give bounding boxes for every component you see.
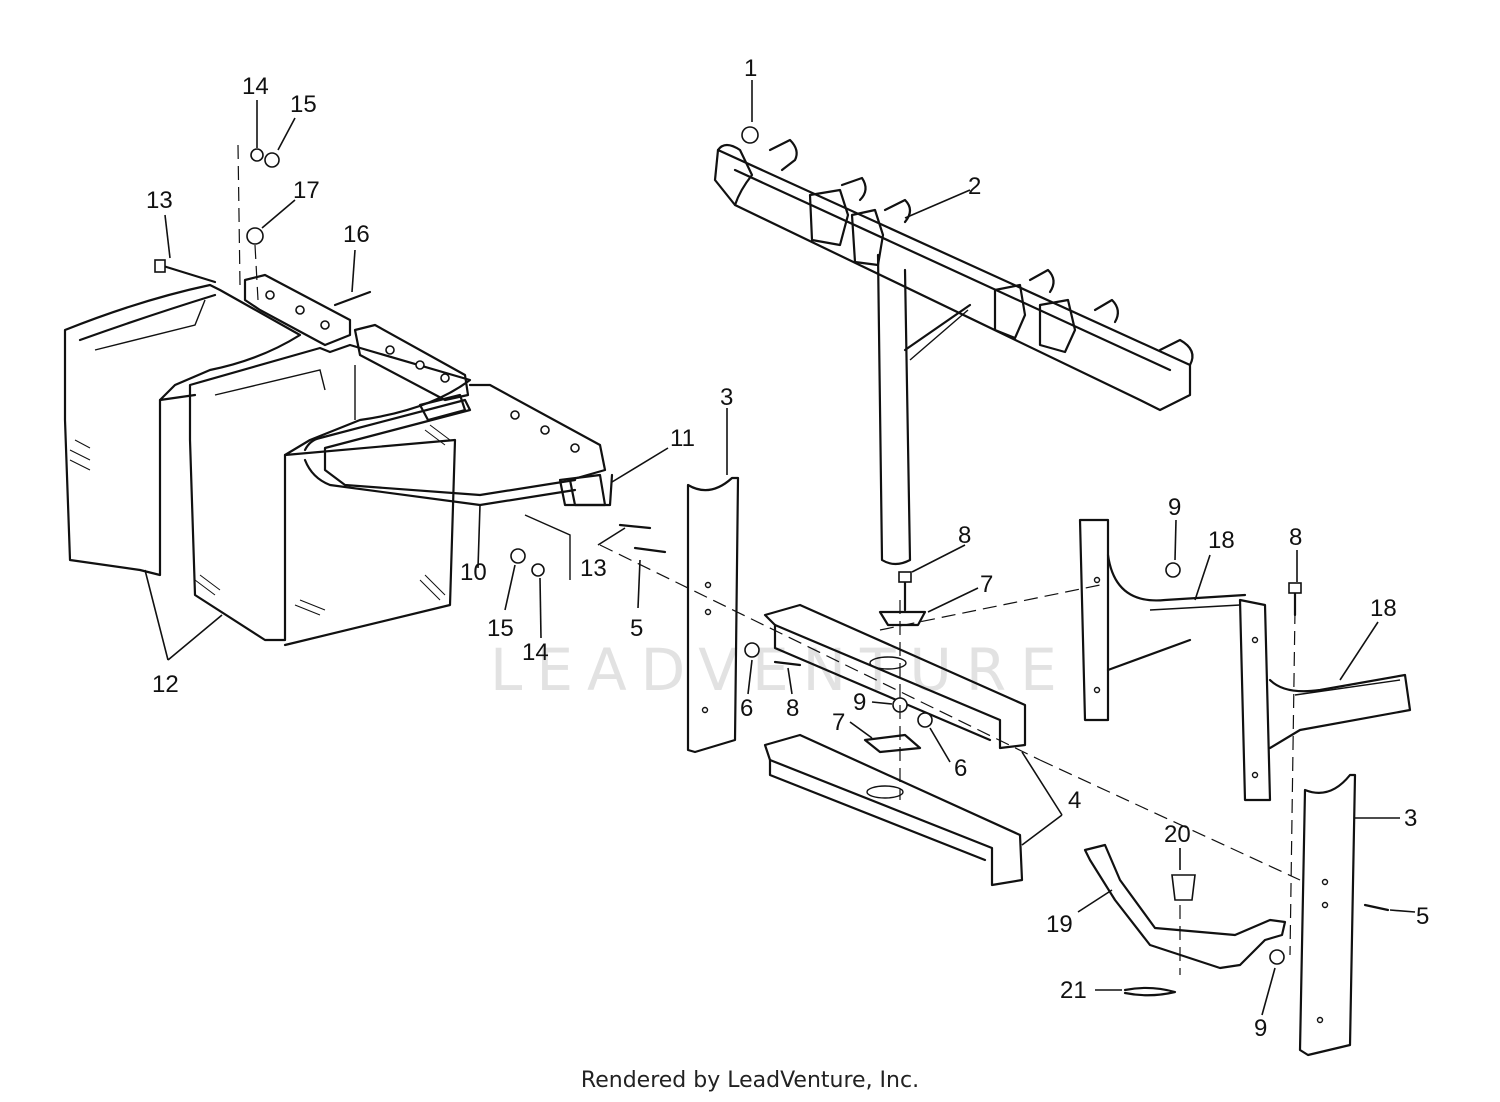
callout-7: 7	[832, 709, 845, 736]
pin-part-21	[1123, 986, 1177, 997]
callout-8: 8	[786, 695, 799, 722]
cross-channel-part-4	[763, 603, 1027, 887]
hardware	[154, 126, 1390, 997]
callout-19: 19	[1046, 911, 1073, 938]
nut-part-9c	[1269, 949, 1285, 965]
bag-bracket-part-11	[243, 273, 614, 580]
callouts: 1 2 3 3 4 5 5 6 6 7 7 8 8 8 9 9 9 10 11 …	[146, 55, 1429, 1042]
washer-part-14	[250, 148, 264, 162]
cap-part-20	[1171, 874, 1196, 901]
watermark: LEADVENTURE	[490, 636, 1071, 704]
nut-part-17	[246, 227, 264, 245]
bolt-part-13	[158, 263, 217, 284]
callout-3: 3	[720, 384, 733, 411]
callout-20: 20	[1164, 821, 1191, 848]
washer-part-14b	[531, 563, 545, 577]
callout-17: 17	[293, 177, 320, 204]
callout-15: 15	[487, 615, 514, 642]
callout-11: 11	[670, 425, 695, 452]
callout-21: 21	[1060, 977, 1087, 1004]
callout-13: 13	[146, 187, 173, 214]
footer-credit: Rendered by LeadVenture, Inc.	[580, 1068, 920, 1093]
bolt-part-5b	[1363, 903, 1390, 912]
nut-part-15b	[510, 548, 526, 564]
side-rail-part-18-right	[1268, 673, 1412, 750]
callout-6: 6	[954, 755, 967, 782]
callout-1: 1	[744, 55, 757, 82]
leader-lines	[144, 80, 1416, 1016]
nut-part-9b	[1165, 562, 1181, 578]
callout-12: 12	[152, 671, 179, 698]
bag-frame-part-10	[303, 393, 577, 507]
callout-5: 5	[630, 615, 643, 642]
callout-8: 8	[958, 522, 971, 549]
callout-3: 3	[1404, 805, 1417, 832]
callout-4: 4	[1068, 787, 1081, 814]
callout-10: 10	[460, 559, 487, 586]
callout-14: 14	[522, 639, 549, 666]
callout-7: 7	[980, 571, 993, 598]
clip-part-7b	[863, 733, 922, 754]
callout-13: 13	[580, 555, 607, 582]
nut-part-6a	[744, 642, 760, 658]
clip-part-7a	[878, 610, 927, 627]
alignment-lines	[237, 144, 1301, 975]
bottom-bracket-part-19	[1083, 843, 1287, 970]
bolt-part-16	[333, 290, 372, 307]
callout-14: 14	[242, 73, 269, 100]
callout-15: 15	[290, 91, 317, 118]
callout-16: 16	[343, 221, 370, 248]
callout-8: 8	[1289, 524, 1302, 551]
bolt-part-5	[633, 546, 667, 554]
callout-6: 6	[740, 695, 753, 722]
callout-9: 9	[853, 689, 866, 716]
bolt-part-8b	[773, 660, 802, 667]
grass-bags-part-12	[63, 283, 472, 647]
nut-part-6b	[917, 712, 933, 728]
nut-part-1	[741, 126, 759, 144]
strap-left-part-3	[686, 476, 740, 754]
side-rail-part-18-left	[1078, 518, 1272, 802]
callout-18: 18	[1208, 527, 1235, 554]
nut-part-15	[264, 152, 280, 168]
strap-right-part-3	[1298, 773, 1357, 1057]
callout-9: 9	[1168, 494, 1181, 521]
hitch-bar-part-2	[713, 138, 1194, 566]
callout-9: 9	[1254, 1015, 1267, 1042]
callout-18: 18	[1370, 595, 1397, 622]
callout-2: 2	[968, 173, 981, 200]
callout-5: 5	[1416, 903, 1429, 930]
bolt-part-13b	[618, 523, 652, 530]
